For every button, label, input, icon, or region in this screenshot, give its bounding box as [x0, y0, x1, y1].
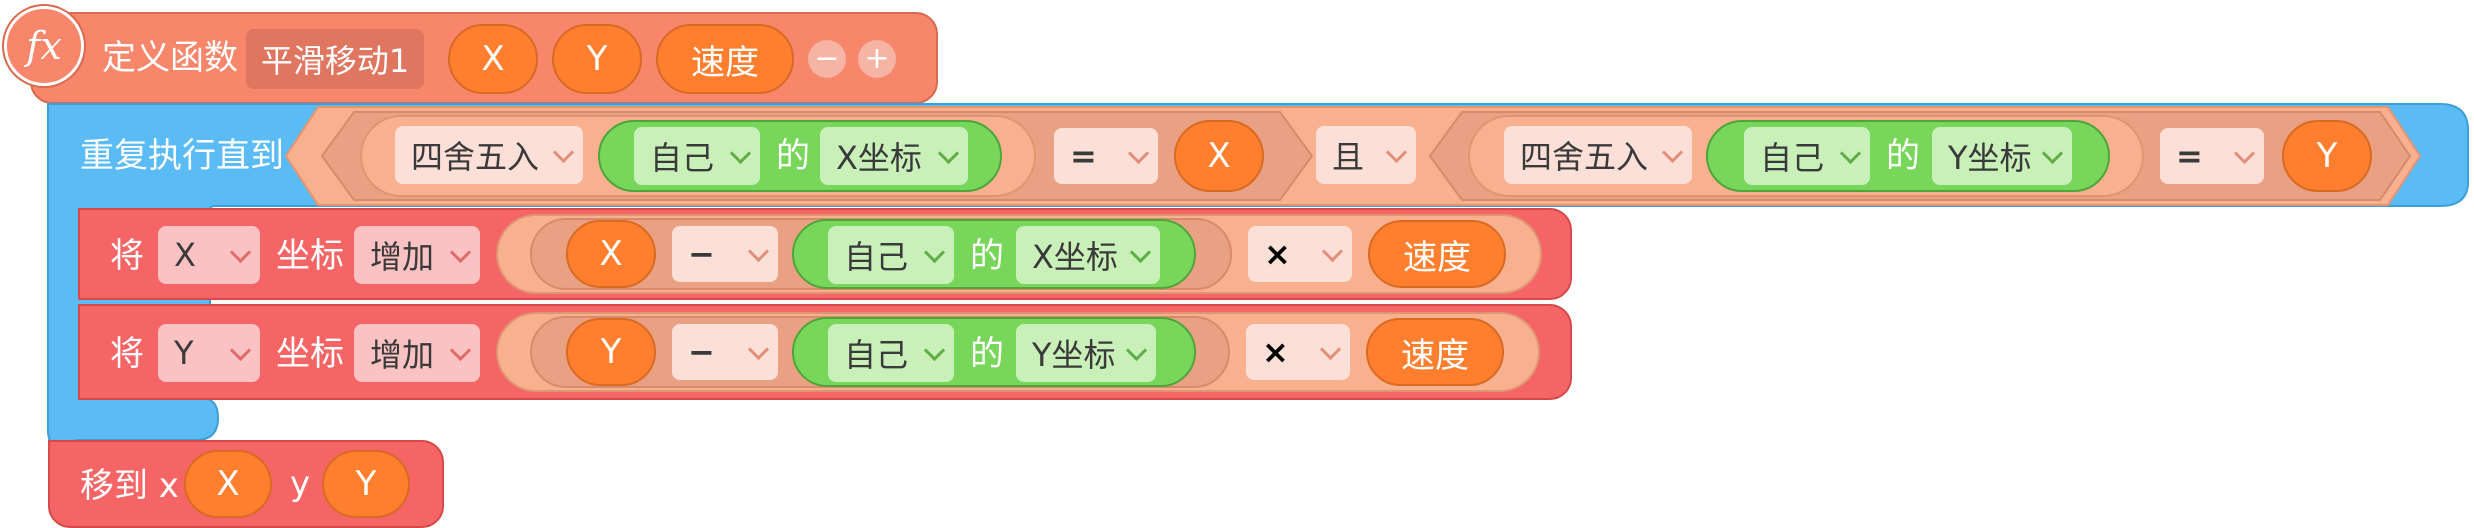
self-dropdown-2[interactable]: 自己 [828, 226, 954, 284]
of-label: 的 [776, 136, 810, 176]
axis-label: Y [174, 334, 194, 372]
chevron-down-icon [1319, 338, 1342, 361]
equals-dropdown-right[interactable]: = [2160, 128, 2264, 184]
equals-dropdown-left[interactable]: = [1054, 128, 1158, 184]
minus-label: − [688, 333, 715, 371]
ycoord-label: Y坐标 [1948, 139, 2032, 177]
chevron-down-icon [1129, 241, 1152, 264]
round-dropdown-left[interactable]: 四舍五入 [395, 126, 583, 184]
ycoord-dropdown-2[interactable]: Y坐标 [1016, 324, 1156, 382]
move-to-label: 移到 x [80, 466, 179, 506]
xcoord-dropdown-2[interactable]: X坐标 [1016, 226, 1160, 284]
self-dropdown-right[interactable]: 自己 [1744, 127, 1870, 185]
equals-label: = [1070, 137, 1097, 175]
and-label: 且 [1332, 138, 1365, 176]
chevron-down-icon [1385, 141, 1408, 164]
minus-dropdown-2[interactable]: − [672, 324, 778, 380]
xcoord-label: X坐标 [1032, 238, 1118, 276]
ycoord-dropdown[interactable]: Y坐标 [1932, 127, 2072, 185]
repeat-until-label: 重复执行直到 [80, 136, 284, 176]
function-name-text: 平滑移动1 [260, 42, 410, 80]
round-func-label: 四舍五入 [1520, 138, 1649, 176]
xcoord-label: X坐标 [836, 139, 922, 177]
round-dropdown-right[interactable]: 四舍五入 [1504, 126, 1692, 184]
multiply-label: × [1264, 235, 1291, 273]
coord-label: 坐标 [276, 236, 344, 276]
param-x[interactable]: X [448, 24, 538, 94]
self-label: 自己 [650, 139, 715, 177]
multiply-label: × [1262, 333, 1289, 371]
chevron-down-icon [1127, 142, 1150, 165]
var-y-inc[interactable]: Y [566, 318, 656, 386]
chevron-down-icon [1125, 339, 1148, 362]
chevron-down-icon [729, 142, 752, 165]
chevron-down-icon [923, 241, 946, 264]
chevron-down-icon [747, 240, 770, 263]
multiply-dropdown-1[interactable]: × [1248, 226, 1352, 282]
self-dropdown-left[interactable]: 自己 [634, 127, 760, 185]
self-dropdown-3[interactable]: 自己 [828, 324, 954, 382]
chevron-down-icon [1839, 142, 1862, 165]
self-label: 自己 [1760, 139, 1825, 177]
chevron-down-icon [747, 338, 770, 361]
axis-label: X [174, 236, 196, 274]
fx-icon: fx [4, 6, 84, 86]
of-label: 的 [970, 334, 1004, 374]
self-label: 自己 [844, 238, 909, 276]
chevron-down-icon [1321, 240, 1344, 263]
plus-icon: + [864, 41, 890, 76]
of-label: 的 [1886, 136, 1920, 176]
equals-label: = [2176, 137, 2203, 175]
action-dropdown-2[interactable]: 增加 [354, 324, 480, 382]
remove-param-button[interactable]: − [808, 40, 846, 78]
var-y-move[interactable]: Y [322, 450, 410, 518]
chevron-down-icon [1661, 141, 1684, 164]
action-label: 增加 [370, 238, 435, 276]
and-dropdown[interactable]: 且 [1316, 126, 1416, 184]
var-x-left[interactable]: X [1174, 120, 1264, 192]
y-label: y [290, 464, 311, 504]
self-label: 自己 [844, 336, 909, 374]
ycoord-label: Y坐标 [1032, 336, 1116, 374]
param-y[interactable]: Y [552, 24, 642, 94]
var-x-move[interactable]: X [184, 450, 272, 518]
fx-icon-text: fx [26, 24, 62, 68]
function-name-field[interactable]: 平滑移动1 [246, 29, 424, 89]
chevron-down-icon [552, 141, 575, 164]
set-label: 将 [110, 236, 144, 276]
var-y-right[interactable]: Y [2282, 120, 2372, 192]
minus-dropdown-1[interactable]: − [672, 226, 778, 282]
var-speed-2[interactable]: 速度 [1366, 318, 1504, 386]
xcoord-dropdown[interactable]: X坐标 [820, 127, 968, 185]
param-speed[interactable]: 速度 [656, 24, 794, 94]
minus-icon: − [814, 41, 840, 76]
var-x-inc[interactable]: X [566, 220, 656, 288]
chevron-down-icon [2233, 142, 2256, 165]
set-label: 将 [110, 334, 144, 374]
chevron-down-icon [937, 142, 960, 165]
minus-label: − [688, 235, 715, 273]
var-speed-1[interactable]: 速度 [1368, 220, 1506, 288]
axis-dropdown-y[interactable]: Y [158, 324, 260, 382]
add-param-button[interactable]: + [858, 40, 896, 78]
multiply-dropdown-2[interactable]: × [1246, 324, 1350, 380]
chevron-down-icon [2041, 142, 2064, 165]
action-label: 增加 [370, 336, 435, 374]
define-label: 定义函数 [102, 38, 238, 78]
coord-label: 坐标 [276, 334, 344, 374]
chevron-down-icon [449, 339, 472, 362]
axis-dropdown-x[interactable]: X [158, 226, 260, 284]
action-dropdown-1[interactable]: 增加 [354, 226, 480, 284]
chevron-down-icon [229, 241, 252, 264]
chevron-down-icon [923, 339, 946, 362]
round-func-label: 四舍五入 [411, 138, 540, 176]
of-label: 的 [970, 236, 1004, 276]
chevron-down-icon [229, 339, 252, 362]
chevron-down-icon [449, 241, 472, 264]
